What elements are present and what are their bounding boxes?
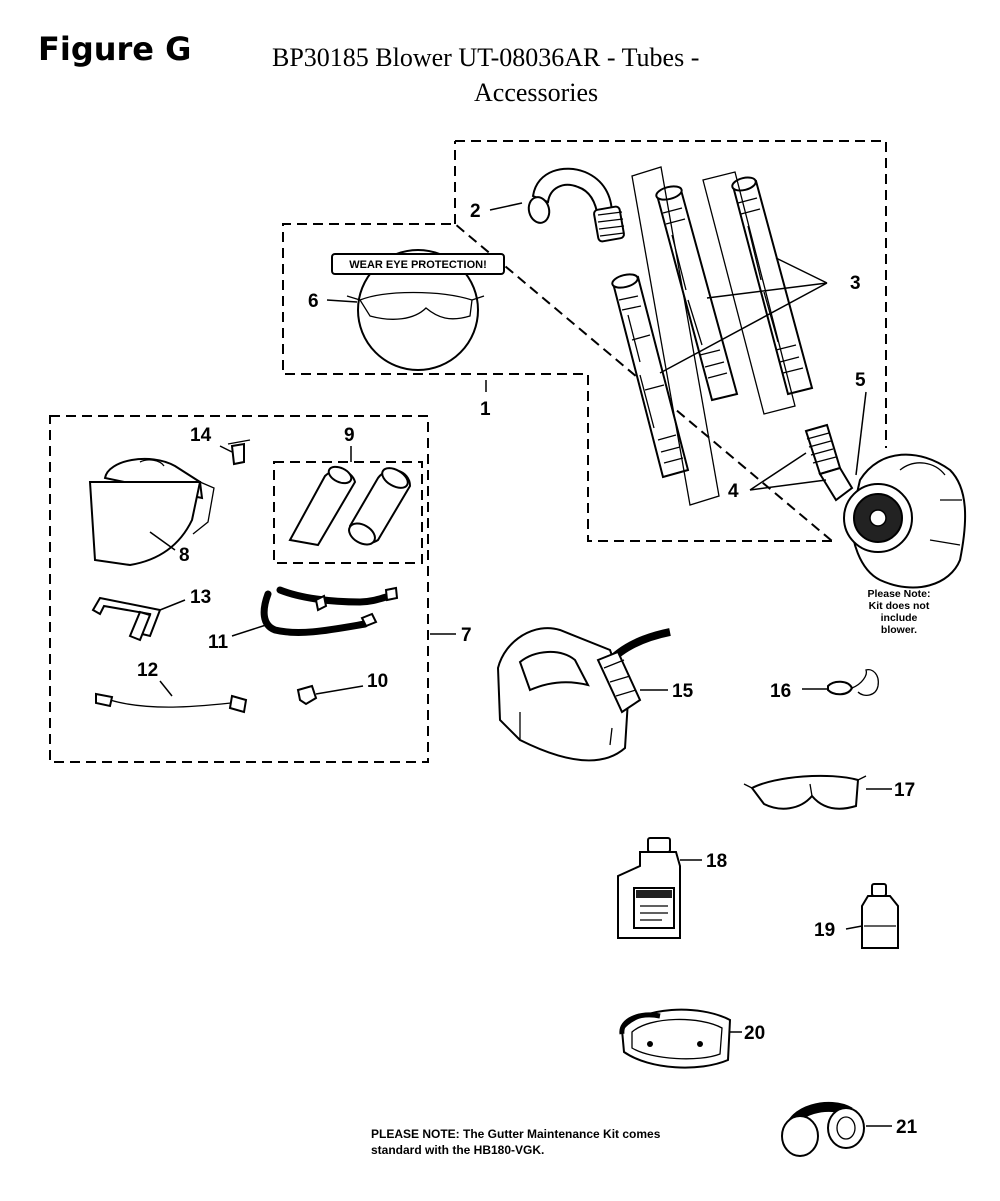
blower-note-line-1: Please Note:: [867, 588, 930, 600]
blower-note: Please Note: Kit does not include blower…: [867, 588, 930, 636]
callout-6: 6: [308, 291, 319, 312]
figure-label: Figure G: [38, 30, 192, 68]
screw-icon: [227, 439, 251, 466]
blower-tube-icon: [611, 166, 814, 506]
title-line-1: BP30185 Blower UT-08036AR - Tubes -: [272, 43, 700, 72]
callout-21: 21: [896, 1117, 918, 1138]
nozzle-subgroup-boundary: [273, 461, 423, 564]
gutter-note-line-1: PLEASE NOTE: The Gutter Maintenance Kit …: [371, 1127, 661, 1141]
callout-5: 5: [855, 370, 866, 391]
hex-key-icon: [91, 596, 162, 642]
eye-protection-label: WEAR EYE PROTECTION!: [331, 249, 505, 371]
callout-4: 4: [728, 481, 739, 502]
warning-text: WEAR EYE PROTECTION!: [349, 259, 487, 271]
callout-12: 12: [137, 660, 158, 681]
shoulder-strap-icon: [260, 586, 399, 636]
callout-numbers: 2 3 5 4 6 1 14 9 8 13 7 11 12 10 15 16 1…: [137, 201, 918, 1138]
callout-16: 16: [770, 681, 791, 702]
blower-note-line-3: include: [881, 612, 918, 624]
gutter-kit-note: PLEASE NOTE: The Gutter Maintenance Kit …: [371, 1127, 661, 1157]
callout-1: 1: [480, 399, 491, 420]
title-line-2: Accessories: [474, 78, 599, 107]
goggles-icon: [619, 1008, 732, 1069]
safety-glasses-icon: [743, 774, 867, 810]
oil-bottle-icon: [617, 837, 681, 939]
callout-11: 11: [208, 632, 229, 653]
elbow-tube-icon: [527, 167, 625, 243]
fuel-can-icon: [496, 627, 671, 762]
accessory-kit-boundary: [49, 415, 429, 763]
callout-8: 8: [179, 545, 190, 566]
ear-plugs-icon: [827, 668, 879, 697]
callout-10: 10: [367, 671, 388, 692]
face-shield-icon: [88, 457, 215, 567]
clip-icon: [296, 684, 318, 706]
leaf-blower-icon: [804, 423, 967, 589]
small-oil-bottle-icon: [861, 883, 899, 949]
nozzle-icon: [288, 465, 412, 547]
ear-muffs-icon: [781, 1101, 865, 1157]
tube-kit-boundary: [282, 140, 887, 542]
callout-2: 2: [470, 201, 481, 222]
callout-14: 14: [190, 425, 212, 446]
callout-9: 9: [344, 425, 355, 446]
callout-17: 17: [894, 780, 915, 801]
callout-15: 15: [672, 681, 694, 702]
blower-note-line-4: blower.: [881, 624, 917, 636]
callout-3: 3: [850, 273, 861, 294]
callout-20: 20: [744, 1023, 765, 1044]
leader-lines: [149, 202, 892, 1127]
callout-19: 19: [814, 920, 835, 941]
callout-13: 13: [190, 587, 211, 608]
gutter-note-line-2: standard with the HB180-VGK.: [371, 1143, 544, 1157]
diagram-title: BP30185 Blower UT-08036AR - Tubes - Acce…: [272, 40, 817, 110]
callout-18: 18: [706, 851, 727, 872]
blower-note-line-2: Kit does not: [869, 600, 930, 612]
callout-7: 7: [461, 625, 472, 646]
cord-icon: [95, 692, 248, 714]
